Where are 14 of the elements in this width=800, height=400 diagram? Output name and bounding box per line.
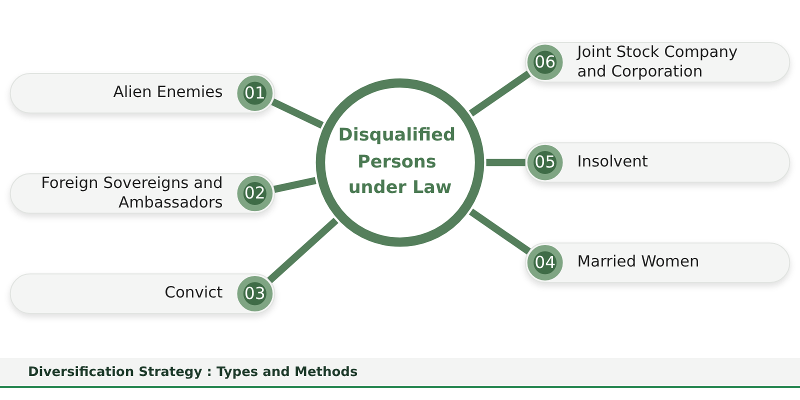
number-circle: 03 xyxy=(237,276,273,312)
caption-text: Diversification Strategy : Types and Methods xyxy=(28,365,358,380)
hub-circle: Disqualified Persons under Law xyxy=(316,78,484,247)
connector-line xyxy=(468,70,531,116)
connector-line xyxy=(468,208,531,254)
number-circle: 02 xyxy=(237,176,273,212)
number-circle: 04 xyxy=(527,245,563,280)
number-circle: 01 xyxy=(237,76,273,111)
connector-line xyxy=(271,98,324,129)
connector-line xyxy=(486,158,526,166)
connector-line xyxy=(274,176,316,193)
number-circle: 05 xyxy=(527,144,563,180)
number-circle: 06 xyxy=(527,44,563,80)
connector-line xyxy=(267,218,338,284)
